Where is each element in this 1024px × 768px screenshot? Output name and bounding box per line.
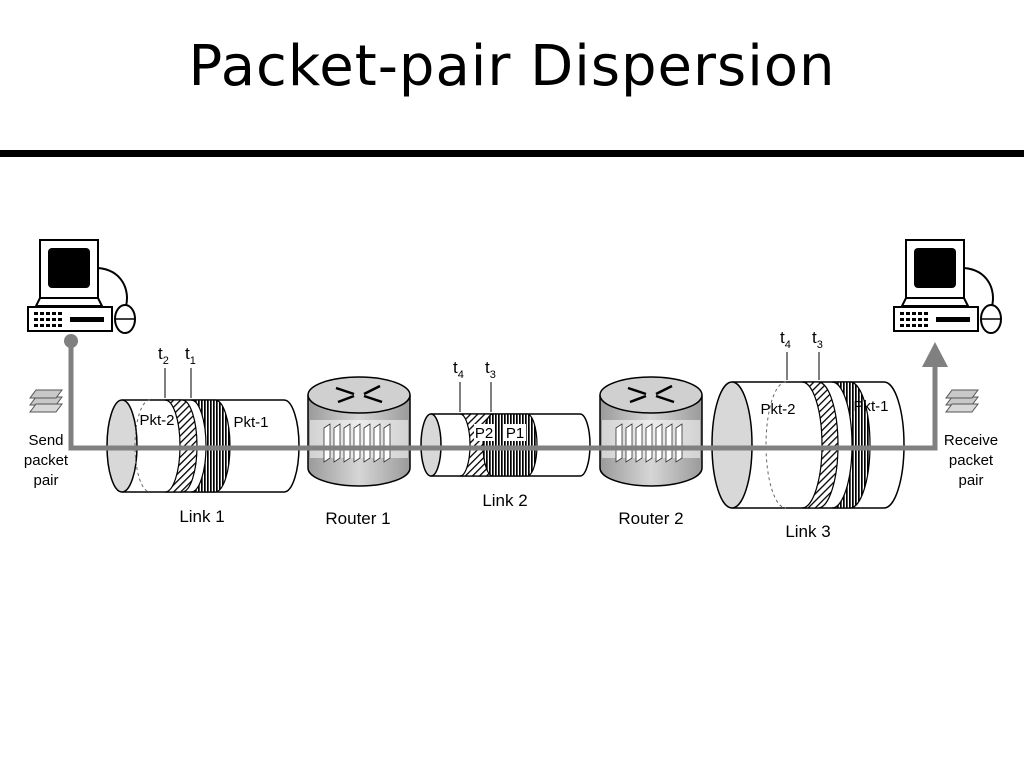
link1-pkt-2-label: Pkt-2	[139, 412, 174, 429]
receiver-computer-icon	[893, 239, 1002, 334]
router-2-icon	[599, 376, 703, 487]
link-3-pipe	[711, 381, 905, 509]
send-label-1: Send	[28, 432, 63, 449]
router-1-icon	[307, 376, 411, 487]
router-2-label: Router 2	[618, 509, 683, 528]
link-2-pipe	[420, 413, 591, 477]
sender-computer-icon	[27, 239, 136, 334]
title-divider	[0, 150, 1024, 157]
link2-p1-label: P1	[506, 425, 524, 442]
link2-p2-label: P2	[475, 425, 493, 442]
slide-title: Packet-pair Dispersion	[188, 34, 836, 99]
link2-time-t3: t3	[485, 358, 496, 381]
arrow-head-icon	[922, 342, 948, 367]
link-2-label: Link 2	[482, 491, 527, 510]
receive-label-1: Receive	[944, 432, 998, 449]
pkt-2-band-link3	[801, 381, 839, 509]
link2-time-t4: t4	[453, 358, 464, 381]
link1-time-t1: t1	[185, 344, 196, 367]
link3-pkt-1-label: Pkt-1	[853, 398, 888, 415]
link-1-label: Link 1	[179, 507, 224, 526]
link3-time-t4: t4	[780, 328, 791, 351]
receive-packet-stack-icon	[945, 389, 979, 413]
link3-pkt-2-label: Pkt-2	[760, 401, 795, 418]
p1-band	[482, 413, 538, 477]
send-label-3: pair	[33, 472, 58, 489]
link-3-label: Link 3	[785, 522, 830, 541]
link1-pkt-1-label: Pkt-1	[233, 414, 268, 431]
link3-time-t3: t3	[812, 328, 823, 351]
router-1-label: Router 1	[325, 509, 390, 528]
receive-label-3: pair	[958, 472, 983, 489]
send-label-2: packet	[24, 452, 69, 469]
send-packet-stack-icon	[29, 389, 63, 413]
pkt-1-band-link3	[831, 381, 871, 509]
link1-time-t2: t2	[158, 344, 169, 367]
receive-label-2: packet	[949, 452, 994, 469]
packet-flow-path	[64, 334, 948, 451]
